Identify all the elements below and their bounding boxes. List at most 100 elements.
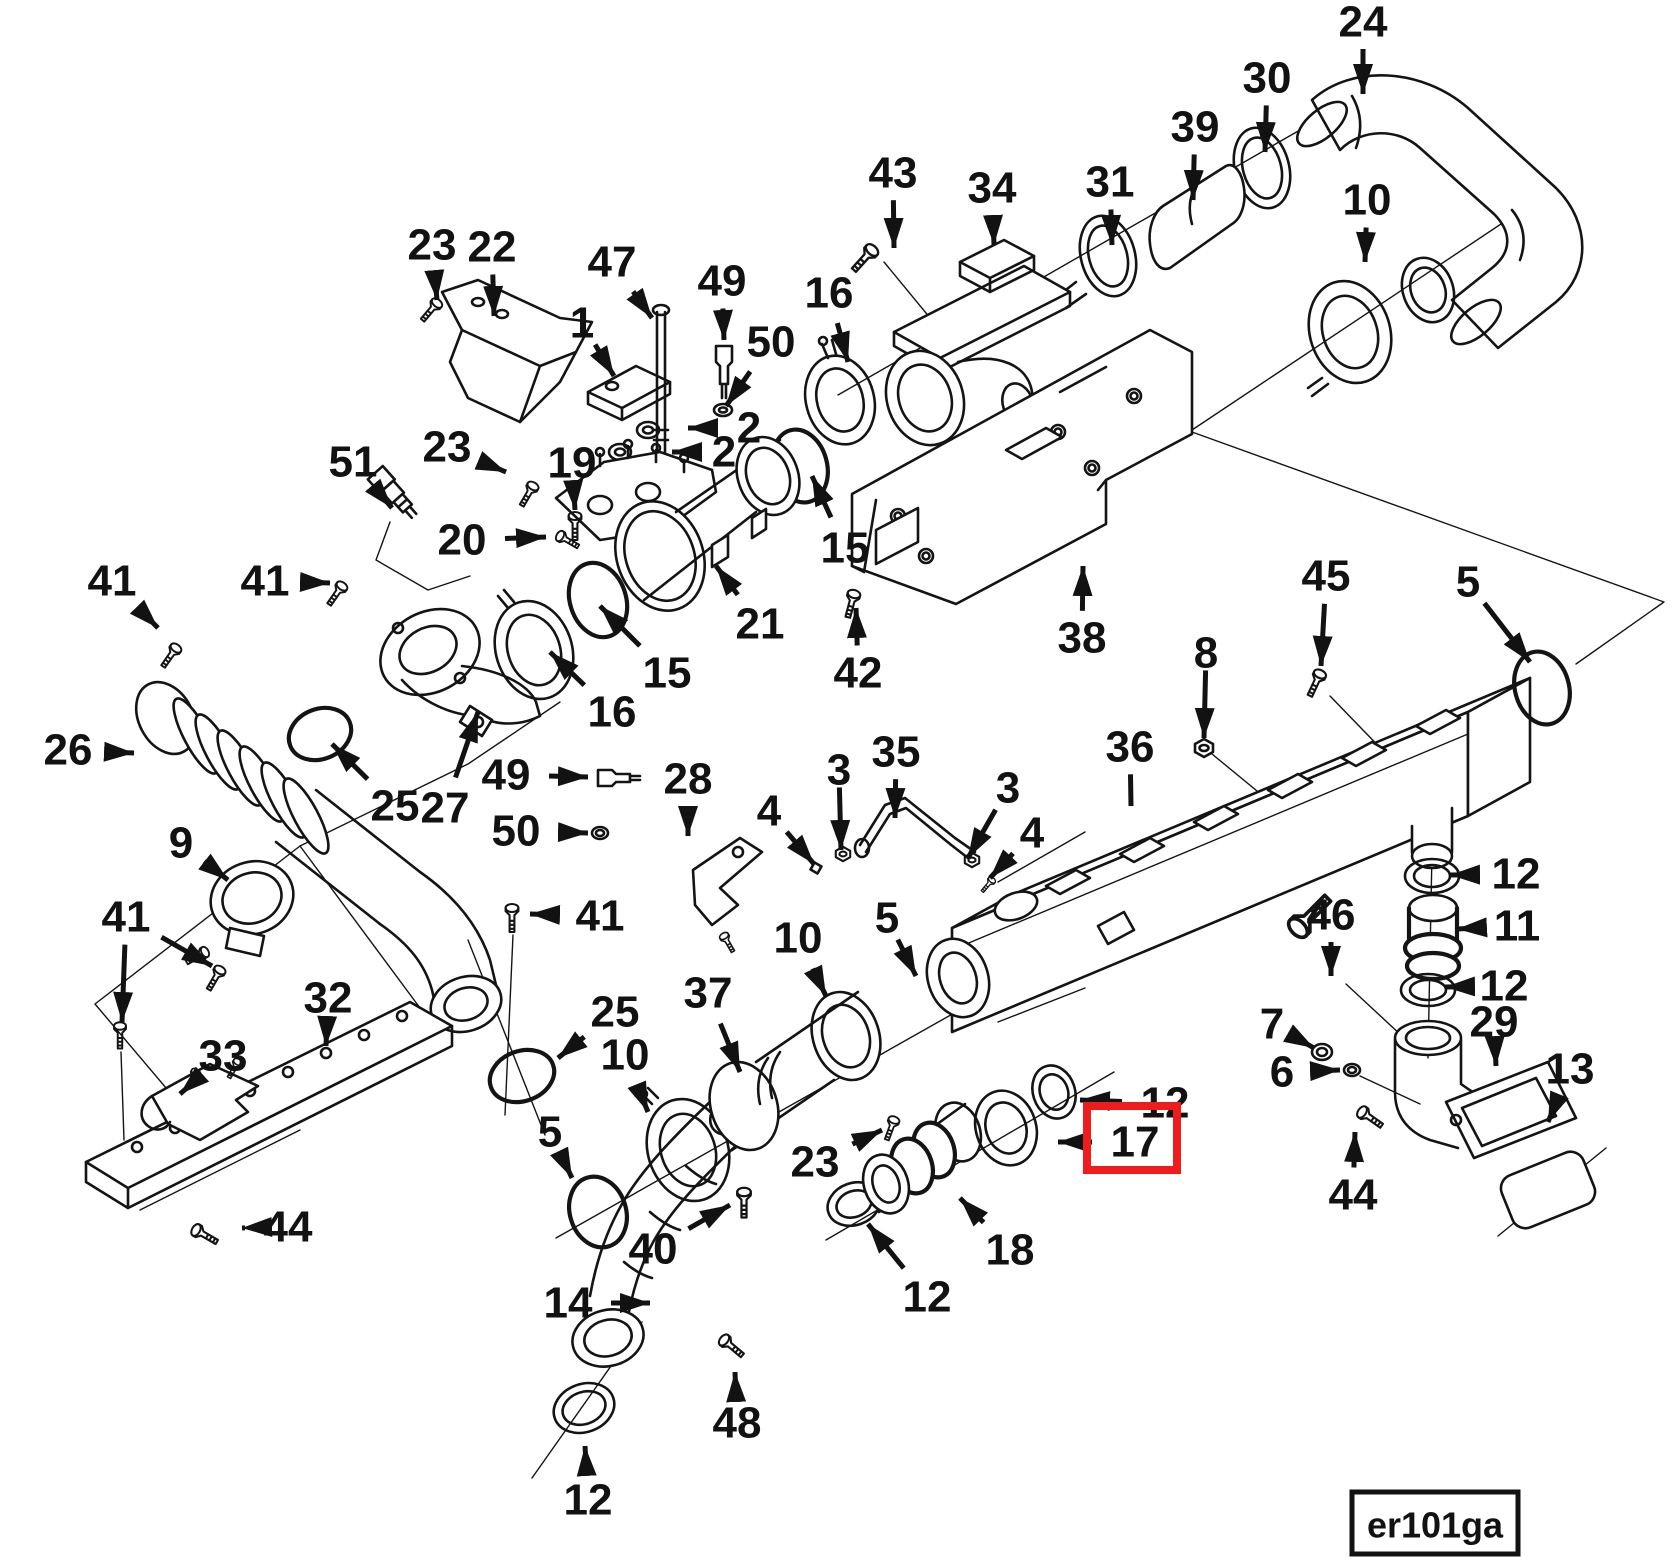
callout-10: 10 <box>1343 176 1392 225</box>
callout-8: 8 <box>1194 629 1218 678</box>
callout-28: 28 <box>664 755 713 804</box>
leader-15 <box>598 604 642 648</box>
bolt-23-mid <box>515 478 542 510</box>
callout-39: 39 <box>1171 103 1220 152</box>
callout-36: 36 <box>1106 723 1155 772</box>
leader-27 <box>453 711 481 779</box>
leader-41 <box>113 944 134 1023</box>
bolt-44-left <box>188 1221 222 1249</box>
leader-4 <box>784 830 816 866</box>
plug-7 <box>1310 1042 1334 1062</box>
leader-30 <box>1255 105 1276 153</box>
leader-39 <box>1183 154 1204 201</box>
leader-41 <box>529 904 561 925</box>
callout-44: 44 <box>264 1203 313 1252</box>
leader-34 <box>982 214 1003 246</box>
leader-10 <box>627 1080 651 1113</box>
diagram-code: er101ga <box>1367 1505 1504 1546</box>
callout-3: 3 <box>827 746 851 795</box>
bolt-23-top <box>416 295 445 326</box>
mounting-plate-38 <box>850 328 1194 606</box>
leader-38 <box>1072 565 1093 611</box>
hose-37 <box>708 990 882 1152</box>
callout-51: 51 <box>329 438 378 487</box>
callout-42: 42 <box>834 649 883 698</box>
o-ring-5-right <box>1512 649 1572 727</box>
bolt-23-lower <box>880 1113 902 1143</box>
bolt-48 <box>715 1331 748 1362</box>
callout-34: 34 <box>968 164 1017 213</box>
callout-43: 43 <box>869 149 918 198</box>
leader-50 <box>557 822 589 843</box>
callout-4: 4 <box>757 787 782 836</box>
callout-41: 41 <box>88 557 137 606</box>
o-ring-15-left <box>566 560 630 640</box>
callout-49: 49 <box>698 257 747 306</box>
leader-13 <box>1545 1090 1569 1123</box>
leader-10 <box>803 964 829 998</box>
elbow-29 <box>1393 1019 1578 1160</box>
seal-rings-2 <box>607 420 661 462</box>
leader-42 <box>846 607 867 646</box>
highlight-box <box>1083 1102 1181 1174</box>
callout-44: 44 <box>1329 1171 1378 1220</box>
bracket-33 <box>140 1056 260 1142</box>
callout-23: 23 <box>423 423 472 472</box>
callout-14: 14 <box>544 1279 593 1328</box>
callout-11: 11 <box>1494 902 1541 951</box>
leader-18 <box>958 1196 989 1227</box>
callout-23: 23 <box>791 1138 840 1187</box>
connector-18 <box>861 1101 983 1215</box>
leader-40 <box>687 1202 732 1231</box>
leader-25 <box>556 1031 588 1060</box>
leader-23 <box>424 269 445 301</box>
connector-11 <box>1402 893 1464 982</box>
callout-47: 47 <box>588 238 637 287</box>
callout-7: 7 <box>1260 1000 1284 1049</box>
callout-10: 10 <box>601 1031 650 1080</box>
callout-24: 24 <box>1339 0 1388 47</box>
bolt-45 <box>1303 666 1329 700</box>
leader-41 <box>129 599 160 630</box>
leader-8 <box>1194 670 1215 739</box>
map-sensor-1 <box>586 364 672 422</box>
leader-29 <box>1484 1035 1505 1067</box>
leader-47 <box>626 287 655 320</box>
clamp-16-left <box>493 588 575 701</box>
bracket-28 <box>691 836 764 955</box>
leader-5 <box>1482 601 1532 664</box>
callout-30: 30 <box>1243 54 1292 103</box>
seal-ring-17 <box>973 1089 1039 1167</box>
leader-48 <box>726 1371 747 1403</box>
leader-16 <box>830 322 851 363</box>
washer-50-mid <box>590 825 610 841</box>
leader-43 <box>883 200 904 249</box>
callout-50: 50 <box>492 807 541 856</box>
leader-35 <box>885 779 906 819</box>
leader-22 <box>483 274 504 317</box>
o-ring-12-bottom <box>552 1381 616 1435</box>
leader-3 <box>965 808 998 860</box>
callout-25: 25 <box>591 988 640 1037</box>
callout-50: 50 <box>747 318 796 367</box>
sensor-49-top <box>714 344 734 400</box>
callout-22: 22 <box>468 223 517 272</box>
callout-21: 21 <box>736 600 785 649</box>
nut-8 <box>1193 737 1215 759</box>
leader-3 <box>830 787 851 851</box>
callout-25: 25 <box>371 782 420 831</box>
leader-6 <box>1309 1061 1341 1082</box>
leader-16 <box>548 650 587 687</box>
o-ring-25-left <box>286 705 354 763</box>
callout-13: 13 <box>1546 1045 1595 1094</box>
bracket-22 <box>440 278 594 424</box>
callout-5: 5 <box>1456 558 1480 607</box>
leader-51 <box>364 478 394 510</box>
callout-6: 6 <box>1270 1048 1294 1097</box>
callout-10: 10 <box>774 914 823 963</box>
rail-32 <box>84 1000 454 1211</box>
callout-45: 45 <box>1302 552 1351 601</box>
callout-12: 12 <box>1480 962 1529 1011</box>
washer-50-top <box>712 402 734 418</box>
